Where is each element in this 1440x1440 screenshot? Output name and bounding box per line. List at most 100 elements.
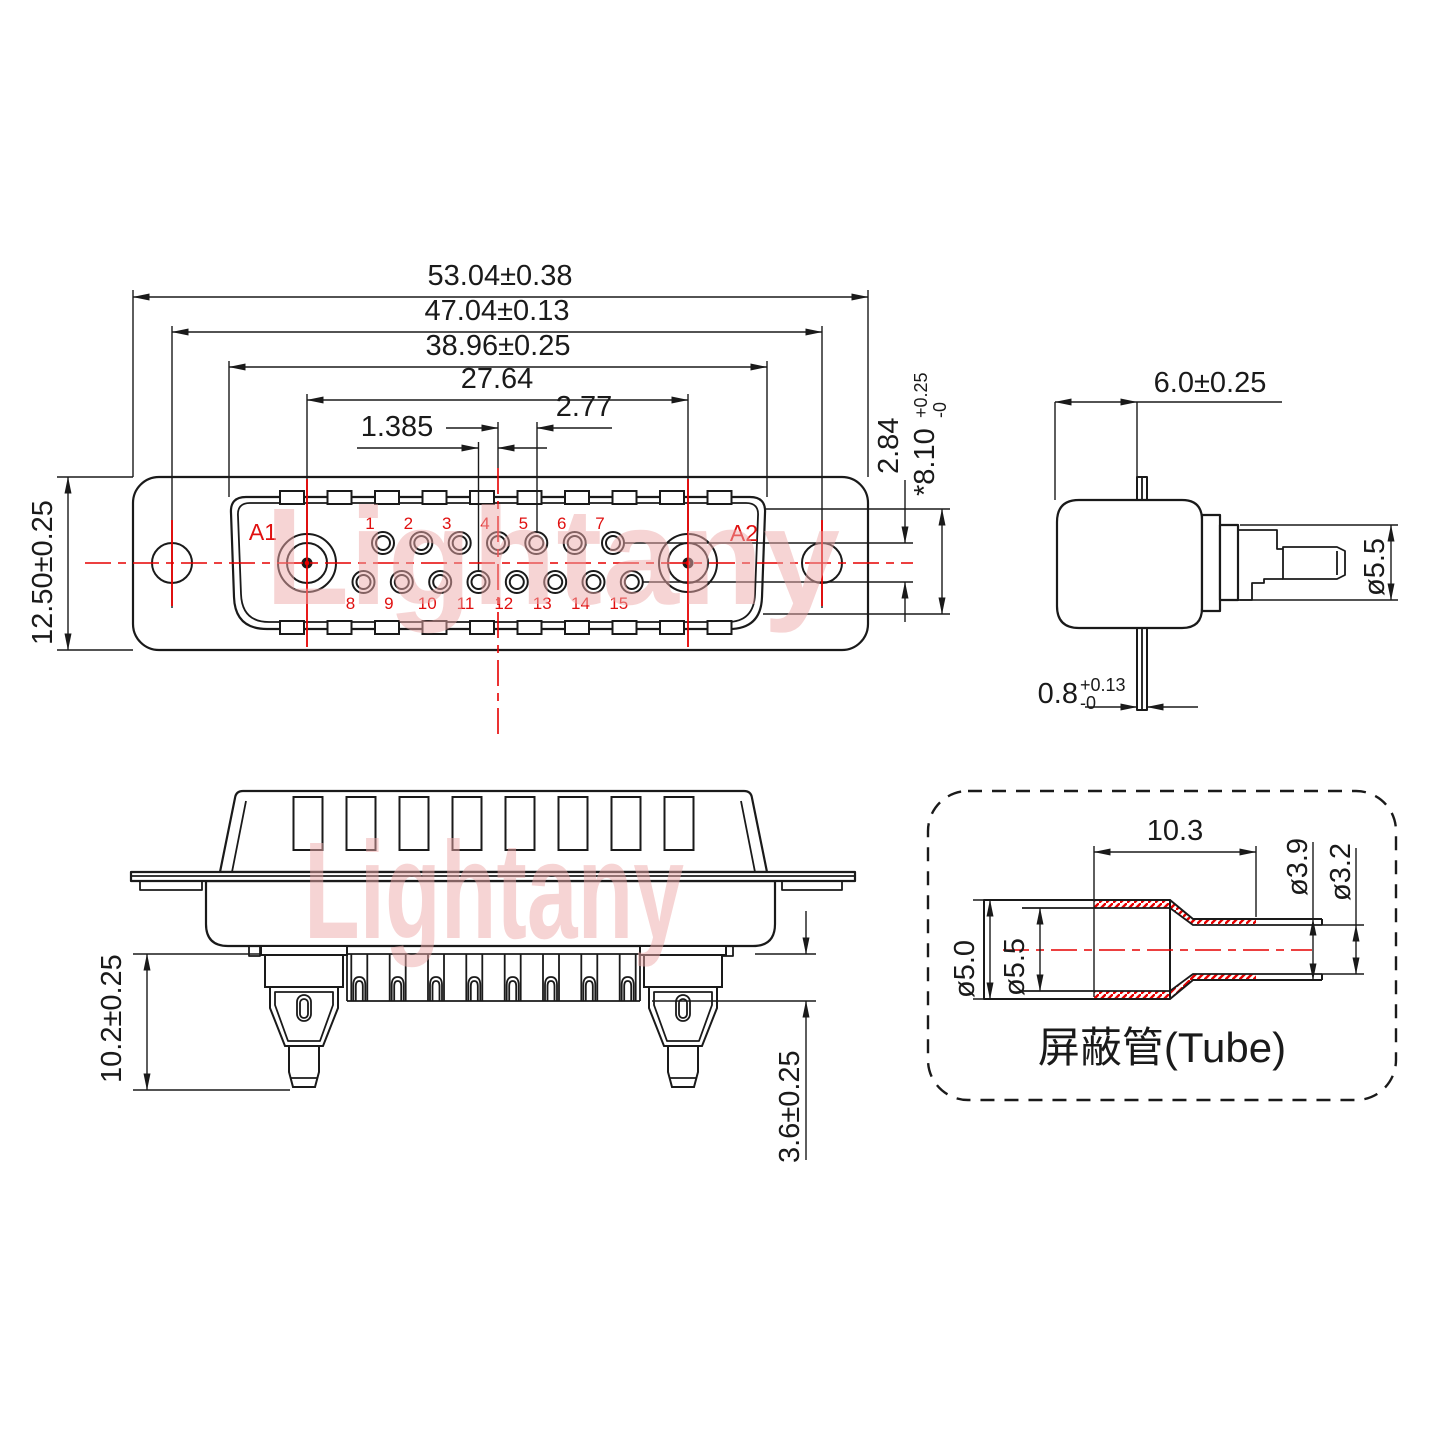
pin-inner	[585, 574, 602, 590]
ext-lines-shell-height	[763, 508, 950, 615]
tube-small-bore-lines	[1169, 907, 1322, 992]
side-dimensions	[1054, 398, 1398, 711]
solder-cup-outer	[544, 976, 558, 1001]
cup-slot-walls	[618, 954, 637, 1001]
dim-text-shell-height-group: *8.10 +0.25 -0	[909, 372, 950, 496]
dim-text-tube-id-group: ø5.5	[999, 938, 1031, 996]
dim-text-d39: ø3.9	[1282, 838, 1314, 896]
hood-slot	[504, 796, 536, 851]
shell-tooth-bottom	[611, 620, 638, 635]
dshell-teeth	[279, 490, 733, 635]
cup-slot-walls	[465, 954, 484, 1001]
pin-number: 8	[346, 594, 355, 613]
face-dimensions	[57, 290, 950, 651]
lower-body-outline	[204, 879, 777, 948]
insulator-side	[1200, 513, 1222, 613]
pin-inner	[623, 574, 640, 590]
solder-cup-outer	[429, 976, 443, 1001]
coax-terminals	[260, 945, 727, 1088]
tube-dimensions	[973, 842, 1364, 1000]
detail-frame	[926, 789, 1398, 1102]
solder-cup-outer	[467, 976, 482, 1001]
hood-slot	[557, 796, 589, 851]
pin-inner	[413, 535, 430, 551]
shell-tooth-bottom	[279, 620, 305, 635]
dim-text-halfpitch: 1.385	[361, 411, 434, 443]
hood-inner-walls	[231, 800, 756, 873]
dim-text-tube-od-group: ø5.0	[949, 940, 981, 998]
face-centerlines	[85, 468, 913, 737]
solder-cup-inner	[469, 980, 479, 1001]
solder-cup-inner	[354, 980, 364, 1001]
terminal-tip	[667, 1045, 699, 1088]
dim-text-tube-id: ø5.5	[999, 938, 1031, 996]
hood-slot	[345, 796, 377, 851]
shell-tooth-top	[611, 490, 638, 505]
dim-text-hole-span: 47.04±0.13	[425, 295, 570, 327]
ext-lines-pin-dia	[1240, 524, 1398, 601]
dim-text-terminal-length: 10.2±0.25	[96, 954, 128, 1083]
pin-number: 2	[404, 514, 413, 533]
dim-text-shell-height: *8.10	[909, 428, 941, 496]
pin-inner	[375, 535, 391, 551]
ext-lines-tube-od	[973, 899, 984, 1000]
shell-tooth-top	[326, 490, 353, 505]
dim-text-d39-group: ø3.9	[1282, 838, 1314, 896]
dim-text-tube-length: 10.3	[1147, 815, 1203, 847]
shell-tooth-bottom	[469, 620, 495, 635]
flange-tab-left	[139, 880, 203, 891]
dim-text-pitch: 2.77	[556, 391, 612, 423]
dim-text-d32: ø3.2	[1325, 843, 1357, 901]
solder-band-frame	[346, 953, 641, 1002]
solder-cup-inner	[431, 980, 441, 1001]
contact-base-side	[1218, 523, 1240, 602]
dim-text-flange: 0.8	[1038, 678, 1078, 710]
pin-inner	[547, 574, 564, 590]
shell-tooth-top	[374, 490, 400, 505]
pin-number: 12	[494, 594, 513, 613]
tube-large-bore-lines	[1022, 907, 1170, 992]
bottom-dimensions	[133, 911, 816, 1160]
dim-text-tube-od: ø5.0	[949, 940, 981, 998]
pin-inner	[508, 574, 525, 590]
watermark-top: Lightany	[265, 480, 840, 634]
flange-tab-right	[781, 880, 843, 891]
pin-inner	[528, 535, 545, 551]
ext-lines-tube-length	[1093, 846, 1257, 997]
pin-number: 13	[533, 594, 552, 613]
terminal-slot-outer	[296, 994, 312, 1022]
cup-slot-walls	[427, 954, 445, 1001]
tube-wall-hatch	[1170, 974, 1193, 999]
solder-cup-inner	[623, 980, 633, 1001]
terminal-block	[264, 954, 344, 988]
pin-number: 6	[557, 514, 566, 533]
dim-text-coax-span: 27.64	[461, 363, 534, 395]
terminal-crimp-outer	[269, 986, 339, 1047]
pin-number: 5	[519, 514, 528, 533]
solder-cup-inner	[584, 980, 594, 1001]
contact-pin-shaft	[1282, 546, 1346, 580]
tube-detail: 10.3 ø5.0 ø5.5 ø3.9 ø3.2 屏蔽管(Tube)	[926, 789, 1398, 1102]
terminal-crimp-outer	[648, 986, 718, 1047]
pin-inner	[451, 535, 468, 551]
terminal-slot-outer	[675, 994, 691, 1022]
dim-text-pin-dia: ø5.5	[1359, 538, 1391, 596]
shell-tooth-top	[564, 490, 590, 505]
label-a1: A1	[249, 519, 277, 545]
dim-text-depth: 6.0±0.25	[1154, 367, 1267, 399]
ext-lines-d32	[1322, 924, 1364, 975]
dim-text-row-gap-group: 2.84	[873, 418, 905, 474]
dim-text-terminal-length-group: 10.2±0.25	[96, 954, 128, 1083]
ext-lines-terminal-length	[133, 953, 290, 1091]
dim-text-height: 12.50±0.25	[27, 500, 59, 645]
side-view: 6.0±0.25 ø5.5 0.8 +0.13 -0	[1038, 367, 1398, 713]
dim-text-pin-length-group: 3.6±0.25	[774, 1050, 806, 1163]
shell-tooth-top	[421, 490, 448, 505]
dim-text-outer-width: 53.04±0.38	[428, 260, 573, 292]
shell-tooth-top	[659, 490, 685, 505]
solder-cup-outer	[505, 976, 520, 1001]
dim-text-flange-tol-up: +0.13	[1080, 675, 1126, 695]
hood-slot	[292, 796, 324, 851]
